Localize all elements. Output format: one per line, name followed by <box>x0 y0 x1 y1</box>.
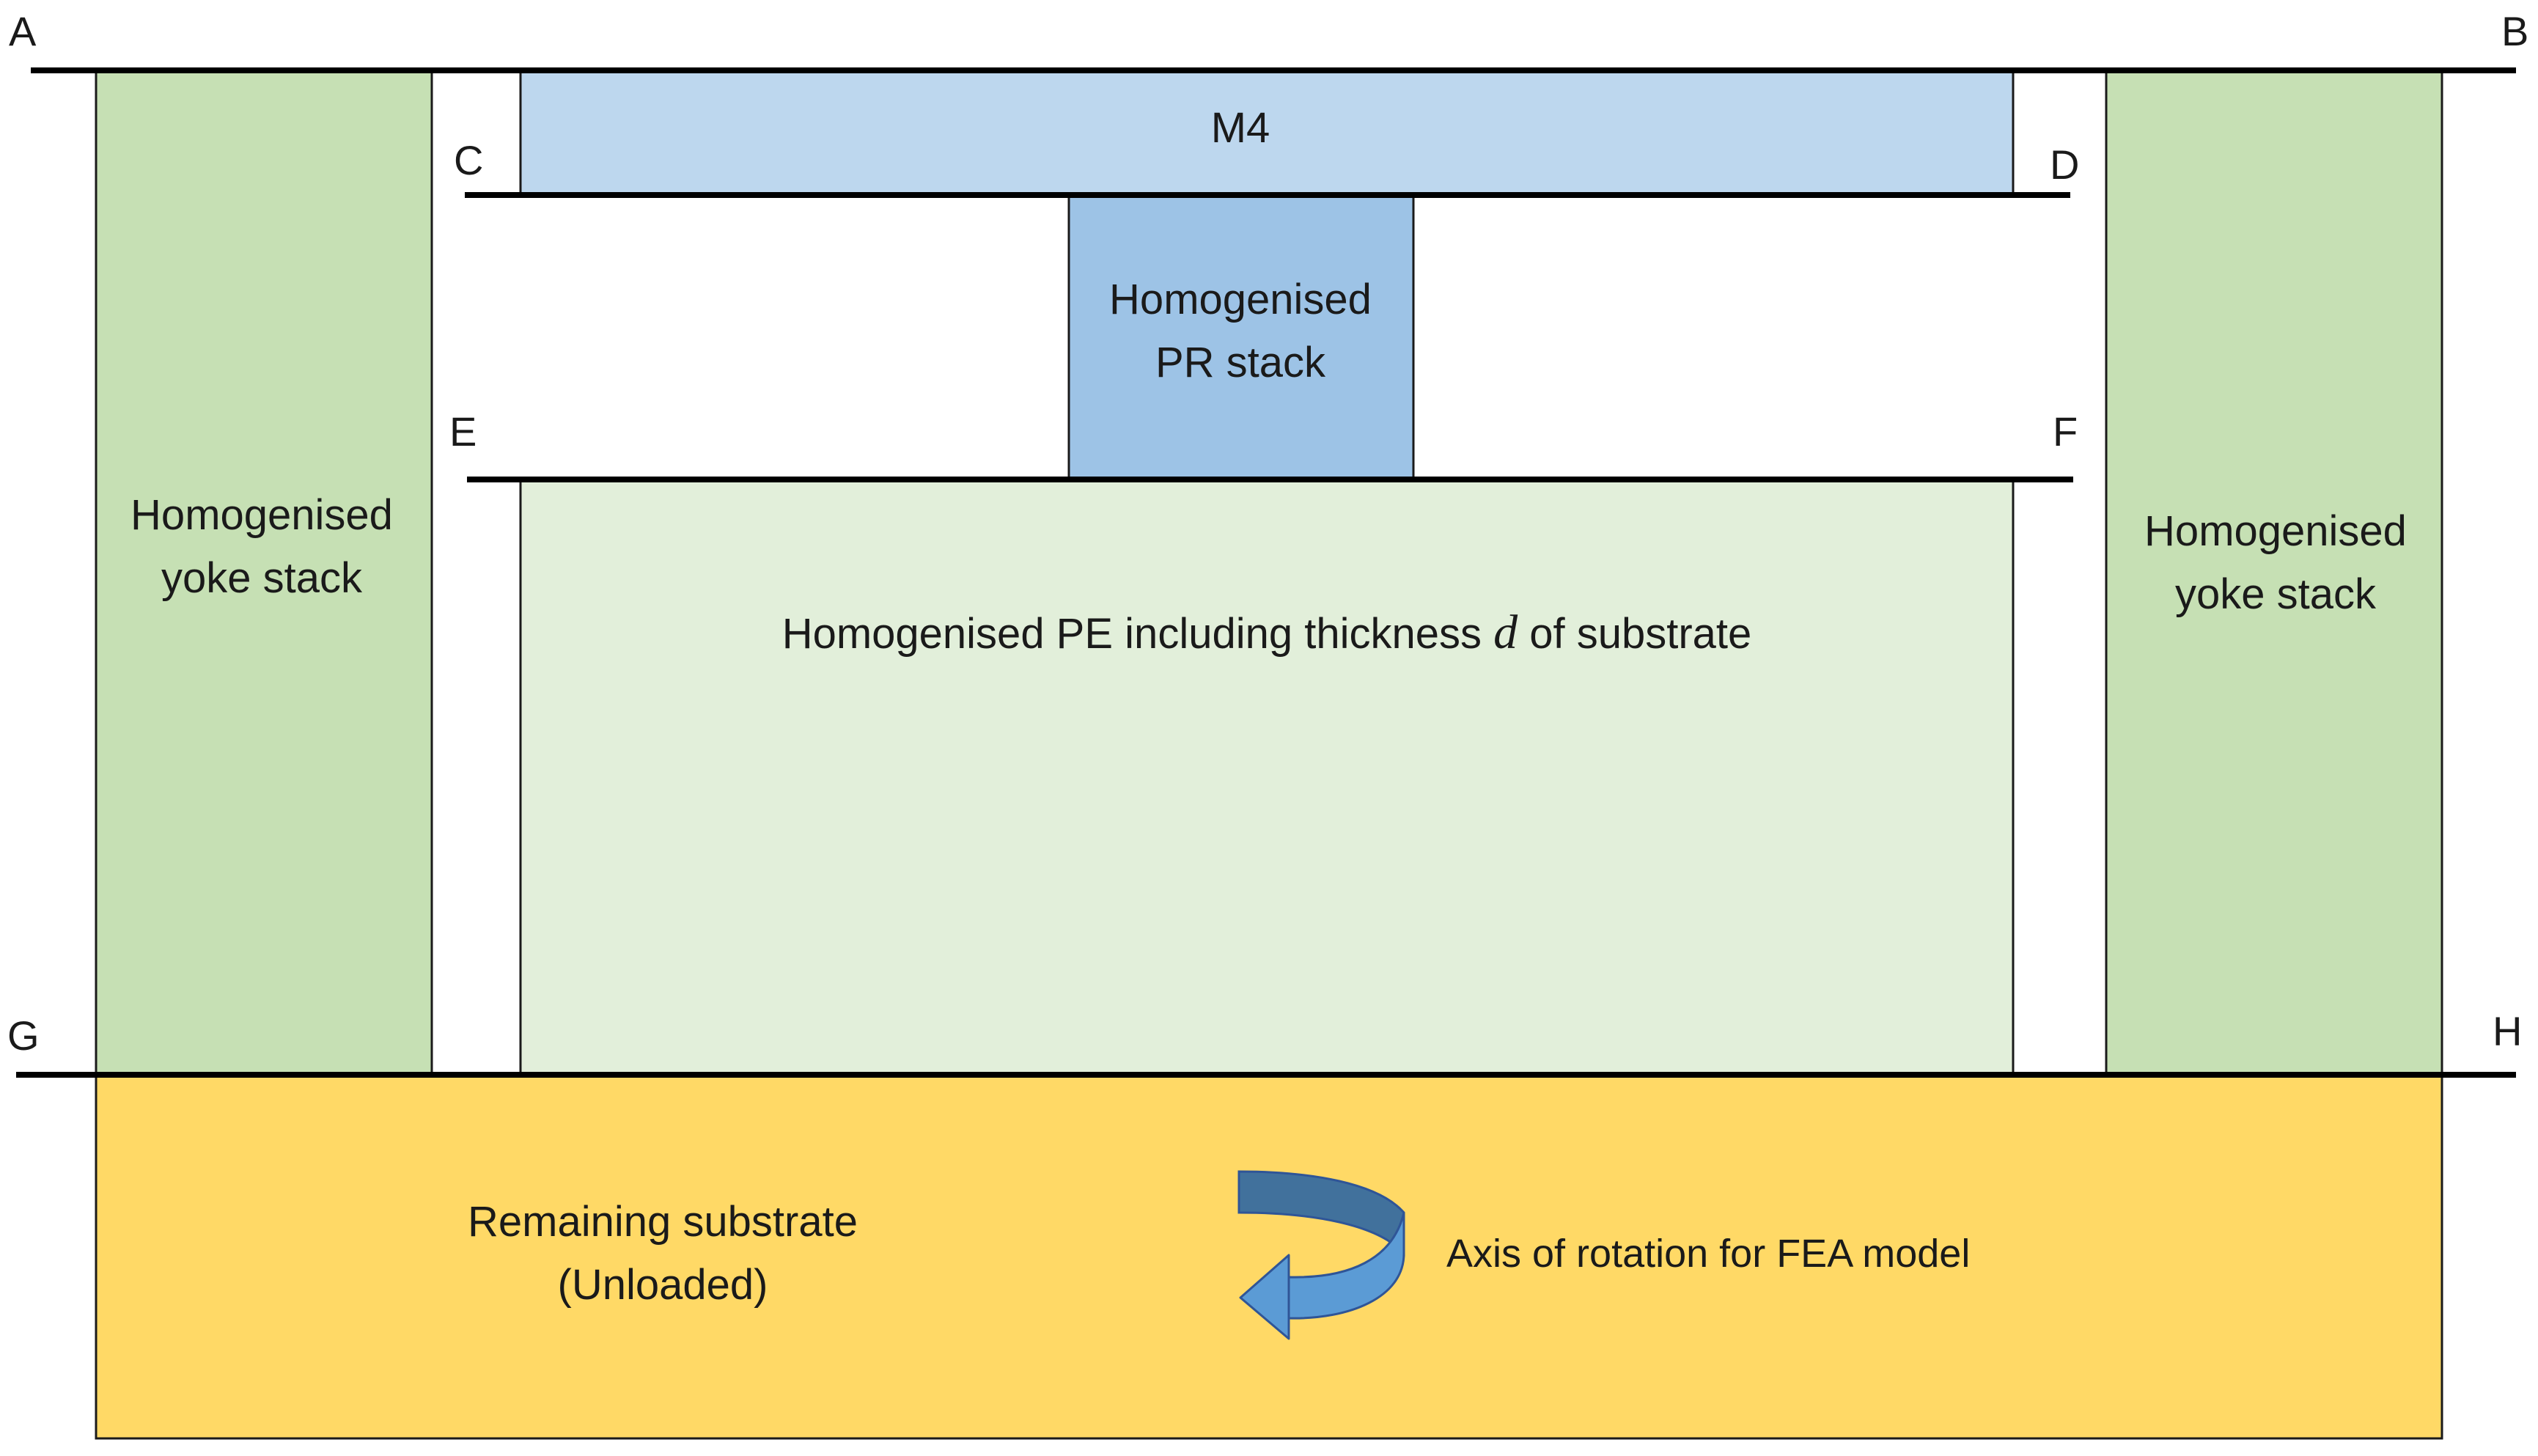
substrate-block <box>95 1073 2443 1440</box>
rotation-arrow-icon <box>1237 1170 1405 1340</box>
pe-label-var: d <box>1493 606 1518 659</box>
yoke-stack-left <box>95 69 433 1076</box>
corner-label-c: C <box>454 137 483 183</box>
corner-label-d: D <box>2050 141 2079 188</box>
yoke-stack-right <box>2105 69 2443 1076</box>
rotation-axis-label: Axis of rotation for FEA model <box>1446 1232 1970 1276</box>
pe-label-after: of substrate <box>1518 610 1751 658</box>
pr-stack-label-line1: Homogenised <box>1109 276 1372 323</box>
corner-label-b: B <box>2501 8 2528 54</box>
pe-label-before: Homogenised PE including thickness <box>782 610 1493 658</box>
substrate-label-line1: Remaining substrate <box>468 1198 858 1246</box>
yoke-right-label-line1: Homogenised <box>2144 507 2407 555</box>
yoke-left-label-line2: yoke stack <box>161 554 363 602</box>
corner-label-a: A <box>9 8 37 54</box>
pr-stack-block <box>1067 194 1415 481</box>
pr-stack-label-line2: PR stack <box>1155 339 1326 386</box>
yoke-right-label-line2: yoke stack <box>2175 570 2377 618</box>
corner-label-h: H <box>2493 1008 2522 1054</box>
corner-label-f: F <box>2053 408 2078 455</box>
yoke-left-label-line1: Homogenised <box>130 491 393 539</box>
corner-label-g: G <box>7 1012 40 1059</box>
corner-label-e: E <box>449 408 477 455</box>
m4-label: M4 <box>1211 104 1270 152</box>
pe-label: Homogenised PE including thickness d of … <box>782 606 1752 659</box>
substrate-label-line2: (Unloaded) <box>558 1261 768 1309</box>
pe-block <box>519 478 2015 1076</box>
